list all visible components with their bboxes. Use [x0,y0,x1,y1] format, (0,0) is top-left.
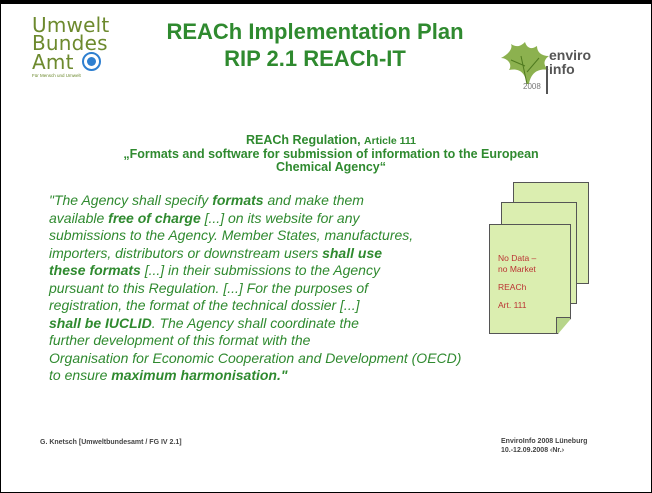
logo-year: 2008 [523,82,541,91]
quote-line: pursuant to this Regulation. [...] For t… [49,279,369,296]
regulation-title-line-1: „Formats and software for submission of … [123,147,539,161]
enviro-word: enviro [549,47,592,63]
title-line-1: REACh Implementation Plan [166,19,464,44]
document-line-2: no Market [498,264,536,274]
regulation-title-line-2: Chemical Agency“ [276,160,386,174]
document-text: No Data – no Market REACh Art. 111 [498,253,536,311]
document-sheet-front: No Data – no Market REACh Art. 111 [489,224,571,334]
slide: Umwelt Bundes Amt Für Mensch und Umwelt … [1,4,651,492]
regulation-quote: "The Agency shall specify formats and ma… [49,192,529,385]
enviroinfo-wordmark: enviro info [549,48,591,76]
quote-line: importers, distributors or downstream us… [49,244,383,261]
umweltbundesamt-logo: Umwelt Bundes Amt Für Mensch und Umwelt [32,13,152,94]
page-fold-icon [556,317,570,333]
quote-line: shall be IUCLID. The Agency shall coordi… [49,314,359,331]
document-line-1: No Data – [498,253,537,263]
un-emblem-icon [81,52,101,71]
footer-event: EnviroInfo 2008 Lüneburg 10.-12.09.2008 … [501,437,587,455]
regulation-heading: REACh Regulation, Article 111 „Formats a… [41,134,621,174]
info-word: info [549,61,575,77]
slide-title: REACh Implementation Plan RIP 2.1 REACh-… [153,18,477,72]
quote-line: to ensure maximum harmonisation." [49,367,288,383]
logo-tagline: Für Mensch und Umwelt [32,73,81,78]
footer-event-date: 10.-12.09.2008 ‹Nr.› [501,447,565,454]
title-line-2: RIP 2.1 REACh-IT [224,46,406,71]
regulation-article: Article 111 [364,135,417,147]
document-stack-graphic: No Data – no Market REACh Art. 111 [489,182,593,336]
leaf-icon [501,42,549,85]
quote-line: "The Agency shall specify formats and ma… [49,192,364,208]
quote-line: Organisation for Economic Cooperation an… [49,349,462,366]
quote-line: these formats [...] in their submissions… [49,262,380,278]
logo-line-amt-row: Amt [32,49,152,74]
regulation-line: REACh Regulation, Article 111 [41,134,621,148]
enviroinfo-logo: enviro info 2008 [491,42,611,100]
document-line-3: REACh [498,282,527,292]
quote-line: available free of charge [...] on its we… [49,209,360,226]
document-line-4: Art. 111 [498,300,527,310]
footer-event-name: EnviroInfo 2008 Lüneburg [501,438,588,445]
regulation-name: REACh Regulation, [245,133,361,147]
quote-line: registration, the format of the technica… [49,297,360,313]
footer-author: G. Knetsch [Umweltbundesamt / FG IV 2.1] [40,439,182,446]
quote-line: further development of this format with … [49,332,311,348]
quote-line: submissions to the Agency. Member States… [49,227,414,243]
logo-line-amt: Amt [32,49,74,74]
logo-line-bundes: Bundes [32,31,108,55]
logo-divider [546,66,548,94]
logo-line-umwelt: Umwelt [32,13,110,37]
